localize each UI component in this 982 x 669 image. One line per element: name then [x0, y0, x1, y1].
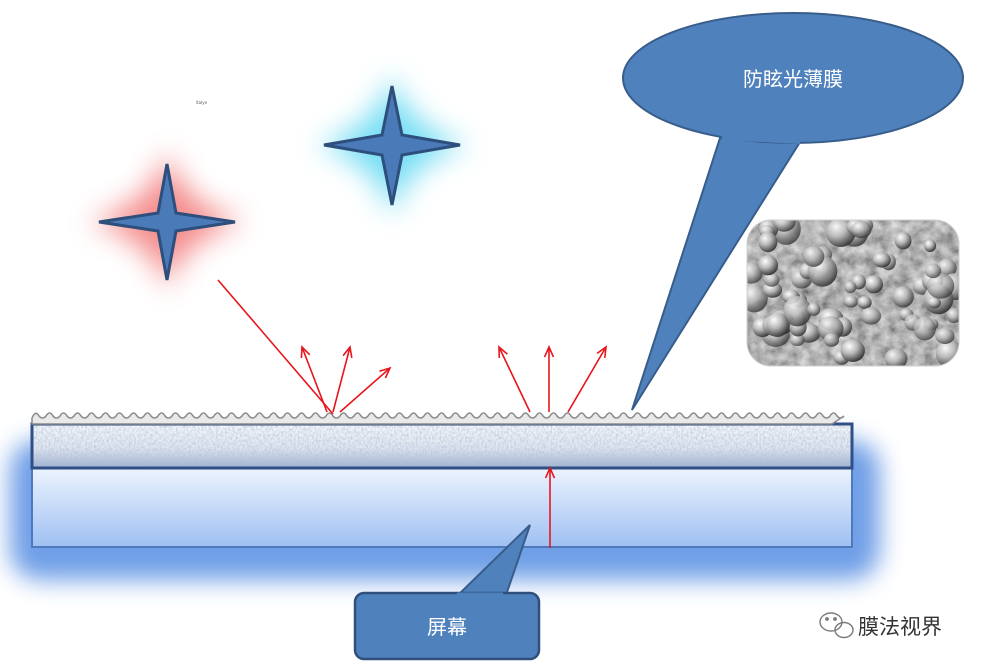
- sem-grain: [884, 348, 908, 366]
- sem-grain: [935, 328, 955, 344]
- film-callout: 防眩光薄膜: [622, 12, 964, 411]
- transmission-ray: [498, 346, 531, 413]
- sem-grain: [840, 339, 865, 363]
- arrowhead: [543, 345, 555, 358]
- arrowhead: [342, 345, 353, 358]
- sem-microstructure-image: [746, 219, 960, 367]
- watermark: 膜法视界: [819, 612, 942, 639]
- sem-grain: [823, 333, 840, 347]
- arrowhead: [544, 466, 556, 479]
- sem-grain: [766, 312, 789, 338]
- screen-callout: 屏幕: [353, 524, 541, 661]
- sem-grain: [924, 263, 942, 279]
- screen-body: [31, 465, 853, 548]
- sem-grain: [817, 316, 844, 341]
- anti-glare-film-layer: [30, 422, 854, 470]
- arrowhead: [379, 366, 392, 379]
- sem-grain: [860, 307, 882, 325]
- arrowhead: [498, 345, 508, 359]
- sem-grain: [913, 316, 936, 341]
- sem-grain: [783, 296, 812, 327]
- screen-callout-label: 屏幕: [427, 615, 467, 639]
- sem-grain: [894, 232, 912, 250]
- light-source-star-right: [323, 85, 461, 206]
- sem-grain: [927, 297, 941, 309]
- sem-grain: [789, 333, 805, 346]
- transmission-ray: [567, 346, 607, 413]
- reflection-ray: [301, 346, 328, 413]
- sem-grain: [936, 258, 957, 278]
- arrowhead: [596, 345, 607, 359]
- watermark-text: 膜法视界: [858, 615, 942, 639]
- sem-grain: [844, 281, 857, 293]
- light-arrows: [217, 279, 607, 548]
- sem-grain: [772, 220, 796, 232]
- sem-grain: [864, 275, 884, 294]
- sem-grain: [924, 239, 937, 252]
- light-source-star-left: [98, 163, 236, 281]
- sem-grain: [851, 220, 872, 239]
- tiny-mark-text: italye: [196, 100, 208, 105]
- sem-grain: [758, 232, 778, 253]
- sem-grain: [758, 255, 779, 276]
- wechat-icon: [819, 612, 854, 639]
- sem-grain: [747, 284, 768, 313]
- reflection-ray: [332, 346, 351, 413]
- reflection-ray: [339, 367, 391, 413]
- film-micro-surface: [31, 412, 845, 425]
- arrowhead: [300, 345, 311, 359]
- sem-grain: [857, 296, 872, 309]
- incident-ray: [217, 279, 334, 415]
- sem-grain: [763, 272, 780, 287]
- sem-grain: [844, 295, 858, 308]
- film-callout-label: 防眩光薄膜: [743, 67, 843, 91]
- sem-grain: [802, 246, 825, 267]
- sem-grain: [872, 252, 891, 268]
- sem-grain: [892, 286, 914, 308]
- sem-grain: [926, 273, 955, 299]
- sem-grain: [946, 308, 959, 324]
- sem-grain: [762, 282, 783, 298]
- sem-grain: [747, 262, 763, 284]
- sem-grain: [807, 302, 821, 316]
